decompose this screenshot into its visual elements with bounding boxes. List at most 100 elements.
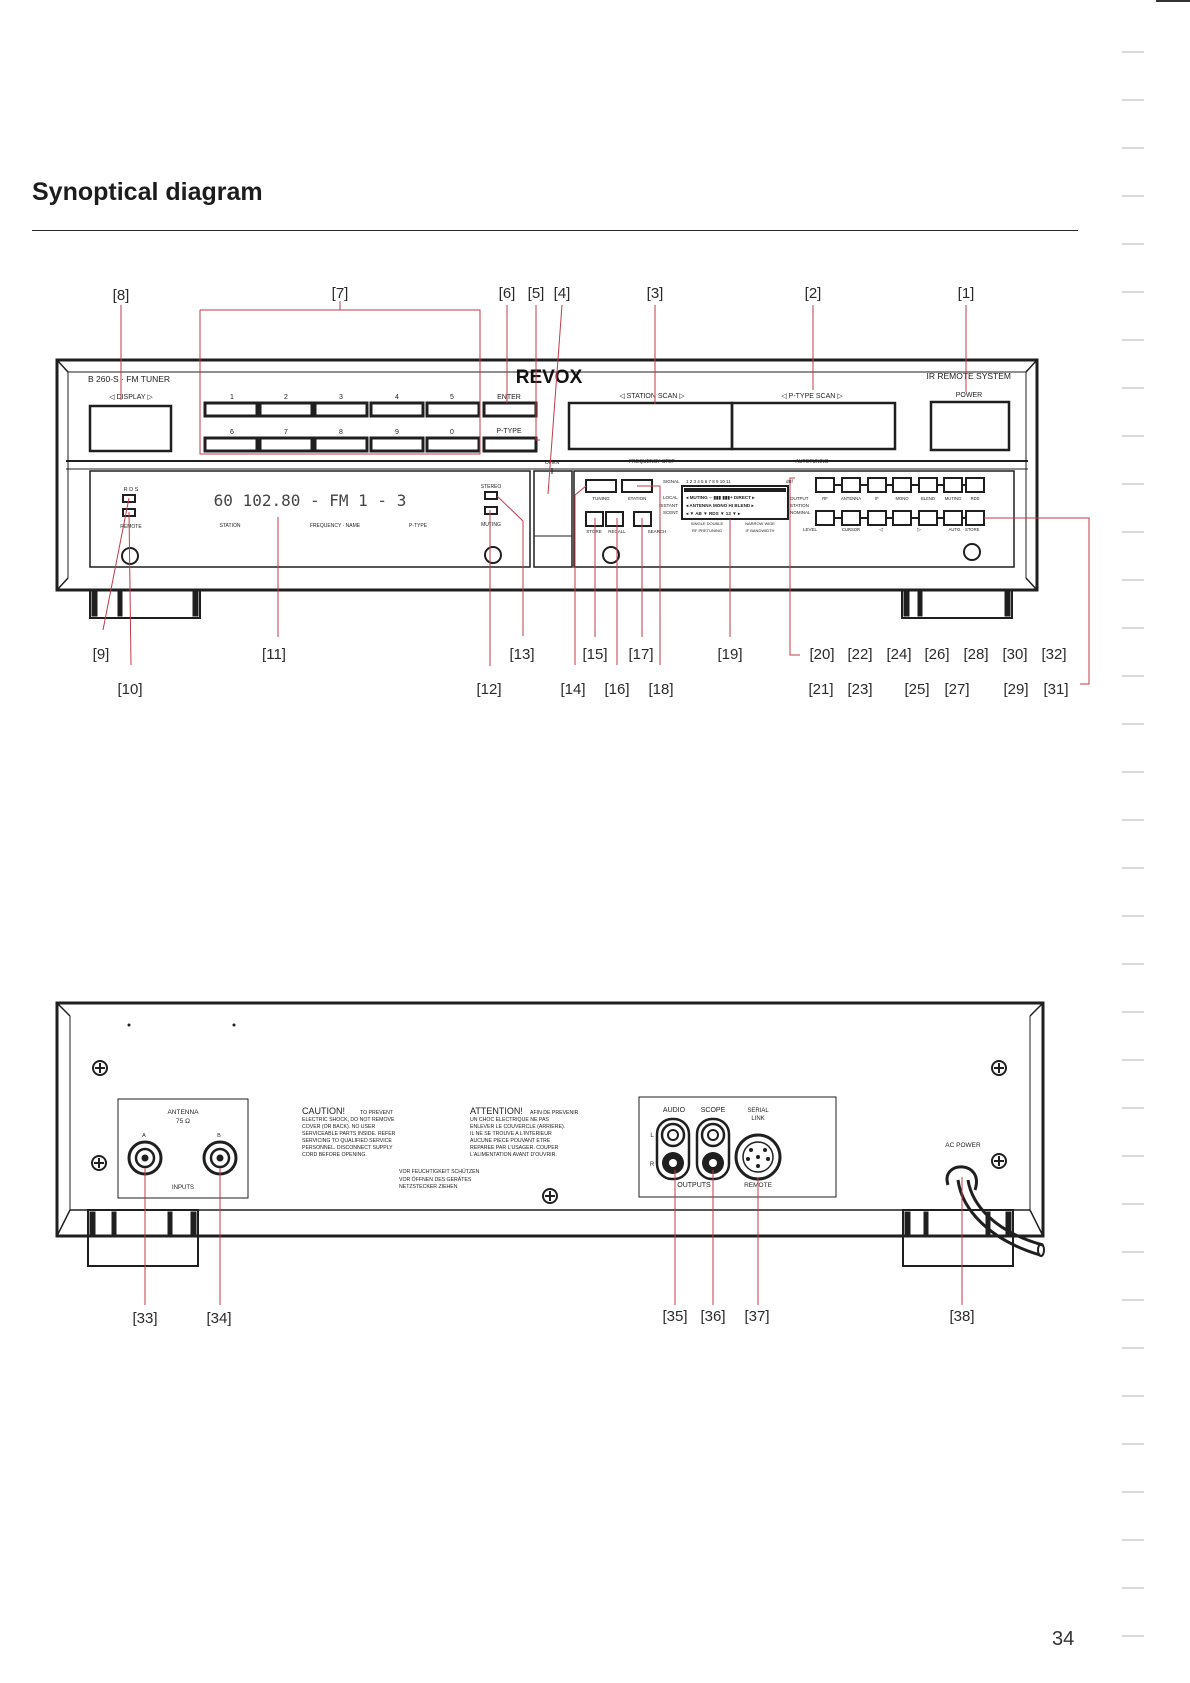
recall-button[interactable]	[605, 511, 624, 527]
model-label: B 260-S · FM TUNER	[88, 374, 170, 384]
cursor-button-1[interactable]	[841, 510, 861, 526]
station-2-label: STATION	[790, 503, 809, 508]
enter-label: ENTER	[497, 394, 521, 401]
audio-l-jack[interactable]	[660, 1122, 686, 1148]
rds-button[interactable]	[965, 477, 985, 493]
blend-button[interactable]	[918, 477, 938, 493]
display-label: ◁ DISPLAY ▷	[109, 394, 153, 401]
auto-button[interactable]	[943, 510, 963, 526]
caution-line: COVER (OR BACK). NO USER	[302, 1124, 375, 1130]
rear-leader-lines	[144, 1168, 963, 1305]
preset-numbers-top: 1 2 3 4 5	[230, 394, 454, 401]
if-button[interactable]	[867, 477, 887, 493]
audio-r-jack[interactable]	[662, 1152, 684, 1174]
ptype-scan-button[interactable]	[730, 401, 897, 451]
muting-label: MUTING	[481, 522, 501, 528]
callout-1: [1]	[958, 285, 975, 302]
attention-line: AUCUNE PIECE POUVANT ETRE	[470, 1138, 551, 1144]
attention-line: UN CHOC ELECTRIQUE NE PAS	[470, 1117, 549, 1123]
callout-32: [32]	[1041, 646, 1066, 663]
rf-pretuning-label: RF PRETUNING	[692, 528, 722, 533]
antenna-a-label: A	[142, 1133, 146, 1139]
cursor-right-button[interactable]	[918, 510, 938, 526]
callout-26: [26]	[924, 646, 949, 663]
attention-line: AFIN DE PREVENIR	[530, 1110, 579, 1116]
caution-line: CORD BEFORE OPENING.	[302, 1152, 367, 1158]
mono-button[interactable]	[892, 477, 912, 493]
scope-top-jack[interactable]	[700, 1122, 726, 1148]
callout-24: [24]	[886, 646, 911, 663]
preset-number: 5	[450, 394, 454, 401]
preset-number: 0	[450, 429, 454, 436]
enter-button[interactable]	[482, 401, 538, 418]
power-button[interactable]	[929, 400, 1011, 452]
display-button[interactable]	[88, 404, 173, 453]
preset-key-6[interactable]	[203, 436, 259, 453]
preset-key-0[interactable]	[425, 436, 481, 453]
station-scan-label: ◁ STATION SCAN ▷	[619, 393, 685, 400]
autotuning-label-item: RF	[822, 496, 828, 501]
callout-33: [33]	[132, 1310, 157, 1327]
ptype-button[interactable]	[482, 436, 538, 453]
outputs-panel	[638, 1096, 837, 1198]
l-label: L	[650, 1133, 654, 1139]
level-button[interactable]	[815, 510, 835, 526]
antenna-label: ANTENNA	[167, 1109, 199, 1116]
front-callouts: [8] [7] [6] [5] [4] [3] [2] [1] [9] [10]…	[93, 285, 1069, 698]
scope-bottom-jack[interactable]	[702, 1152, 724, 1174]
preset-key-4[interactable]	[369, 401, 425, 418]
page-number: 34	[1052, 1628, 1075, 1650]
preset-key-3[interactable]	[313, 401, 369, 418]
callout-4: [4]	[554, 285, 571, 302]
power-label: POWER	[956, 392, 982, 399]
display-readout: 60 102.80 - FM 1 - 3	[214, 491, 407, 510]
callout-35: [35]	[662, 1308, 687, 1325]
preset-key-2[interactable]	[258, 401, 314, 418]
preset-key-9[interactable]	[369, 436, 425, 453]
link-label: LINK	[751, 1116, 764, 1122]
signal-scale: 1 2 3 4 5 6 7 8 9 10 11	[686, 479, 731, 484]
callout-25: [25]	[904, 681, 929, 698]
caution-line: TO PREVENT	[360, 1110, 394, 1116]
preset-key-1[interactable]	[203, 401, 259, 418]
preset-key-8[interactable]	[313, 436, 369, 453]
audio-label: AUDIO	[663, 1107, 686, 1114]
tuning-button[interactable]	[585, 479, 617, 493]
caution-line: PERSONNEL. DISCONNECT SUPPLY	[302, 1145, 393, 1151]
callout-18: [18]	[648, 681, 673, 698]
callout-10: [10]	[117, 681, 142, 698]
front-panel-diagram: B 260-S · FM TUNER REVOX IR REMOTE SYSTE…	[55, 285, 1090, 698]
display-ptype-label: P-TYPE	[409, 523, 428, 529]
single-double-label: SINGLE DOUBLE	[691, 521, 724, 526]
distant-label: DISTANT	[659, 503, 678, 508]
callout-23: [23]	[847, 681, 872, 698]
german-line: VOR FEUCHTIGKEIT SCHÜTZEN	[399, 1168, 480, 1175]
screws	[91, 1060, 1007, 1204]
callout-27: [27]	[944, 681, 969, 698]
right-knob[interactable]	[963, 543, 981, 561]
autostore-label: AUTO. · STORE	[949, 527, 980, 532]
rear-feet	[87, 1209, 1014, 1267]
control-knob[interactable]	[602, 546, 620, 564]
remote-din-connector[interactable]	[734, 1133, 782, 1181]
cursor-left-button[interactable]	[892, 510, 912, 526]
corner-tick	[1156, 0, 1190, 2]
center-knob[interactable]	[484, 546, 502, 564]
tuning-label: TUNING	[592, 496, 610, 501]
store-label: STORE	[586, 529, 601, 534]
autostore-button[interactable]	[965, 510, 985, 526]
antenna-button[interactable]	[841, 477, 861, 493]
cursor-button-2[interactable]	[867, 510, 887, 526]
rds-label: R D S	[124, 487, 139, 493]
callout-9: [9]	[93, 646, 110, 663]
page-title: Synoptical diagram	[32, 178, 263, 206]
preset-number: 8	[339, 429, 343, 436]
lcd-line-2: ◂ ANTENNA MONO HI BLEND ▸	[685, 503, 755, 508]
rf-button[interactable]	[815, 477, 835, 493]
preset-key-7[interactable]	[258, 436, 314, 453]
muting-button[interactable]	[943, 477, 963, 493]
preset-number: 4	[395, 394, 399, 401]
station-scan-button[interactable]	[567, 401, 734, 451]
attention-line: L'ALIMENTATION AVANT D'OUVRIR.	[470, 1152, 557, 1158]
preset-key-5[interactable]	[425, 401, 481, 418]
